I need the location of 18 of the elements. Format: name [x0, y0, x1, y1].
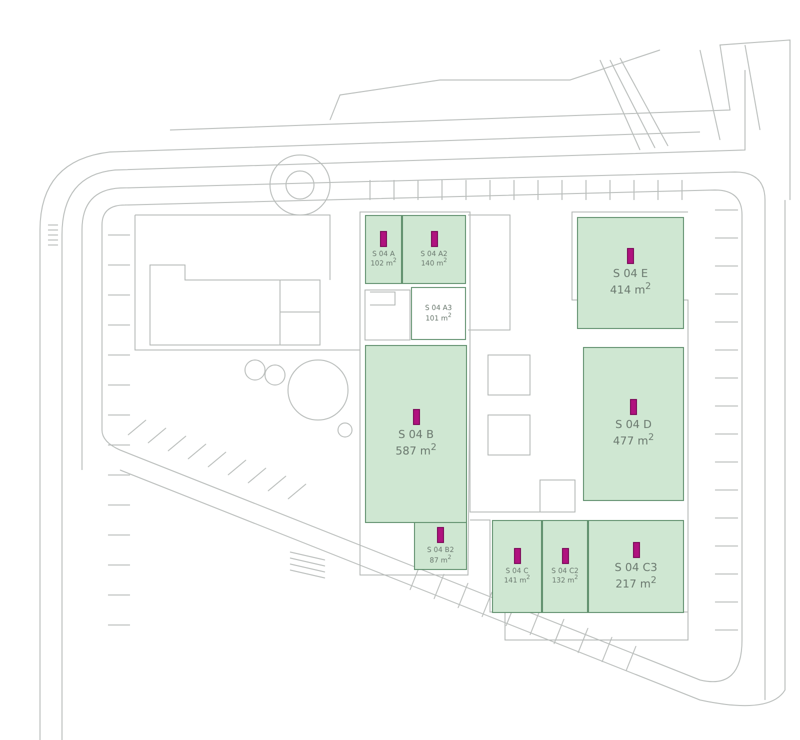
unit-area: 217 m$^{2}$ [615, 574, 657, 592]
rental-unit [577, 217, 684, 329]
rental-unit [492, 520, 542, 613]
unit-area: 477 m$^{2}$ [612, 432, 654, 449]
rental-unit [583, 347, 684, 501]
unit-name: S 04 E [613, 267, 648, 282]
unit-name: S 04 D [615, 418, 652, 432]
rental-unit [365, 215, 402, 284]
rental-unit [414, 522, 467, 570]
rental-unit [402, 215, 466, 284]
rental-unit [411, 287, 466, 340]
rental-unit [365, 345, 467, 523]
rental-unit [588, 520, 684, 613]
unit-name: S 04 B [398, 428, 434, 442]
unit-area: 587 m$^{2}$ [395, 442, 437, 459]
unit-name: S 04 C3 [614, 560, 658, 575]
unit-area: 414 m$^{2}$ [610, 281, 652, 298]
rental-unit [542, 520, 588, 613]
